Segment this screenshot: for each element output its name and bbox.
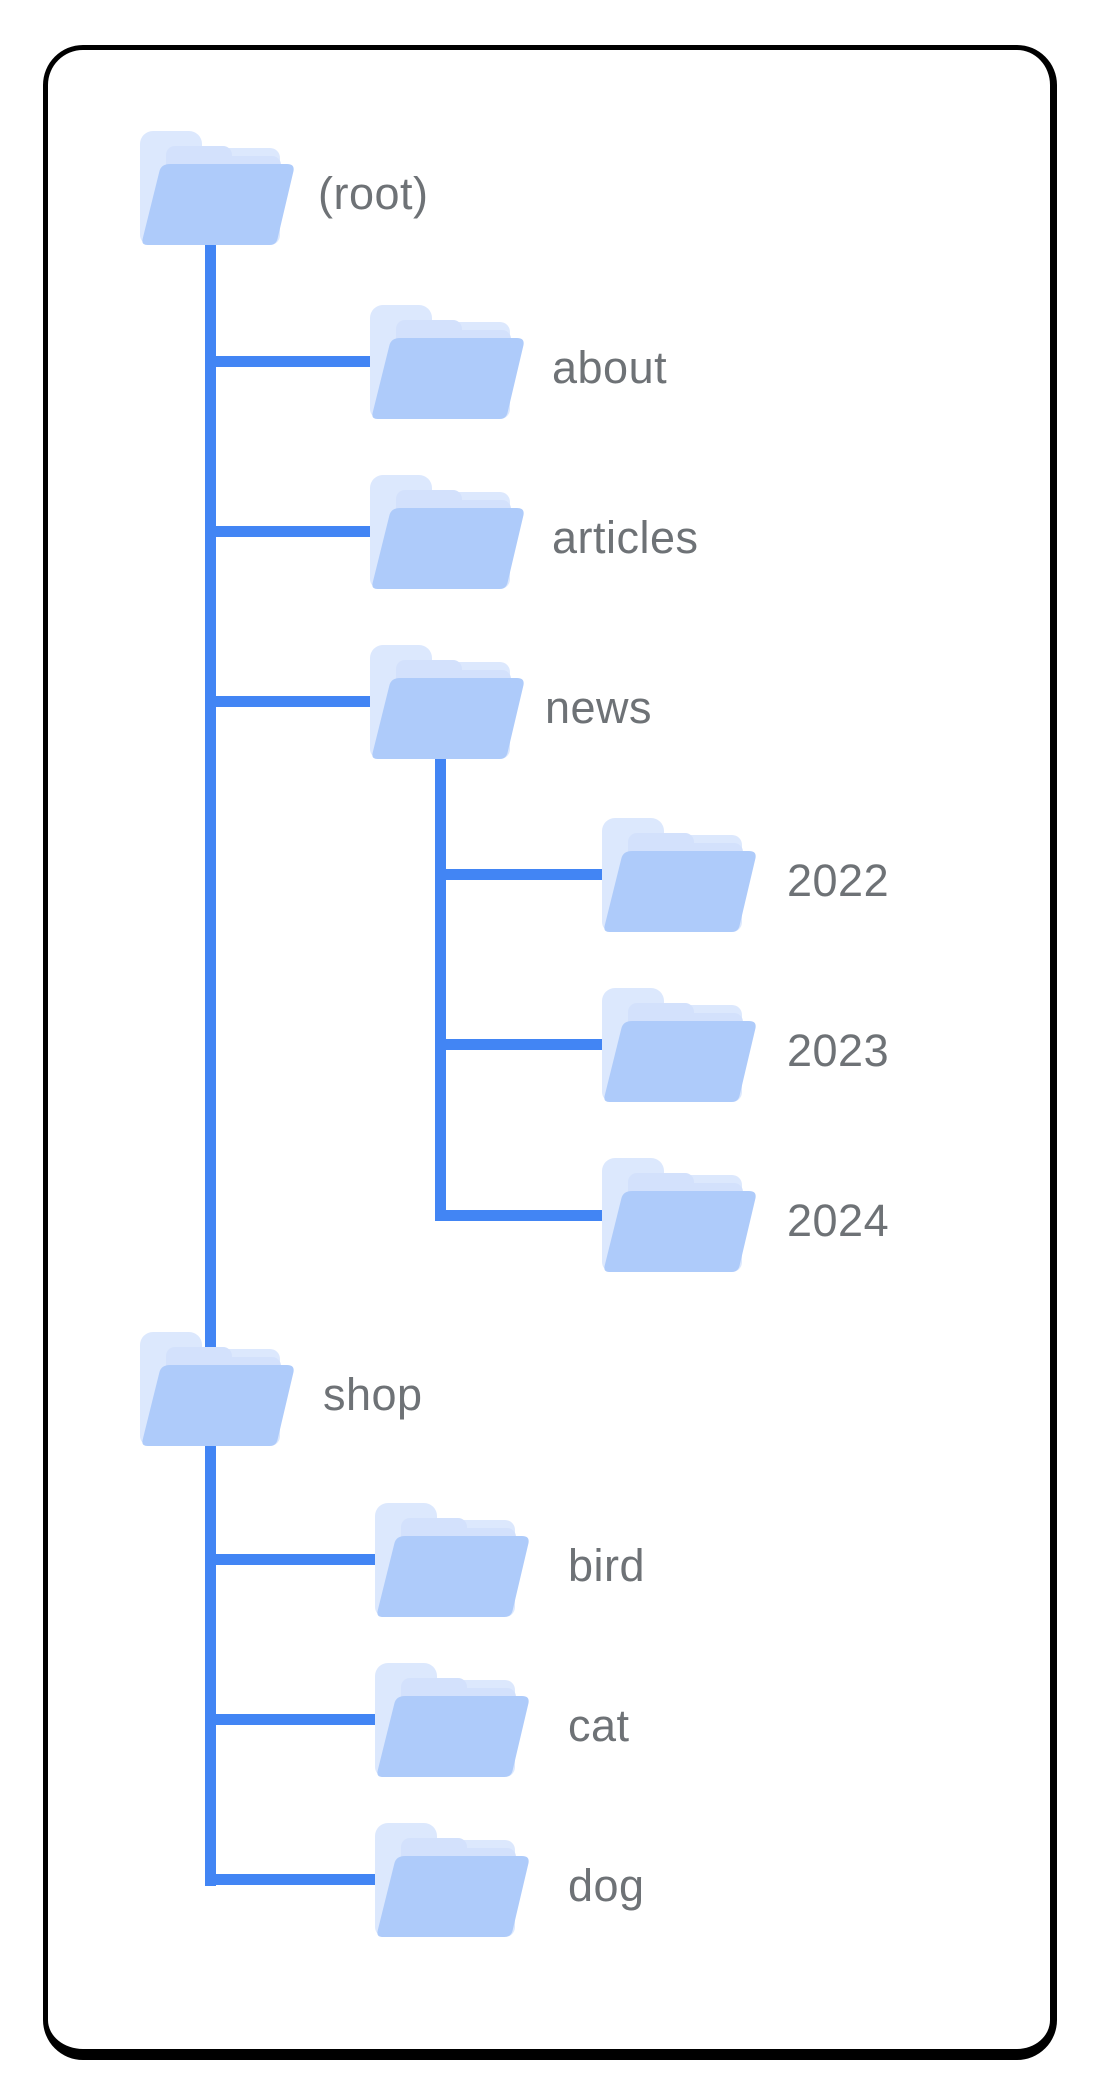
connector-branch-articles	[205, 526, 390, 537]
folder-icon-2024	[602, 1158, 756, 1272]
node-label-2022: 2022	[787, 855, 890, 906]
connector-branch-bird	[205, 1554, 395, 1565]
folder-icon-articles	[370, 475, 524, 589]
connector-branch-2024	[435, 1210, 625, 1221]
node-label-2024: 2024	[787, 1195, 890, 1246]
node-label-shop: shop	[323, 1369, 423, 1420]
connector-branch-2023	[435, 1039, 625, 1050]
folder-icon-2022	[602, 818, 756, 932]
connector-branch-cat	[205, 1714, 395, 1725]
connector-branch-dog	[205, 1874, 395, 1885]
folder-icon-bird	[375, 1503, 529, 1617]
folder-icon-2023	[602, 988, 756, 1102]
connector-branch-about	[205, 356, 390, 367]
node-label-dog: dog	[568, 1860, 645, 1911]
folder-icon-root	[140, 131, 294, 245]
folder-icon-cat	[375, 1663, 529, 1777]
node-label-news: news	[545, 682, 653, 733]
node-label-about: about	[552, 342, 668, 393]
node-label-articles: articles	[552, 512, 699, 563]
folder-icon-about	[370, 305, 524, 419]
connector-branch-news	[205, 696, 390, 707]
folder-icon-news	[370, 645, 524, 759]
connector-trunk-root	[205, 240, 216, 1886]
connector-branch-2022	[435, 869, 625, 880]
node-label-cat: cat	[568, 1700, 630, 1751]
folder-icon-dog	[375, 1823, 529, 1937]
diagram-card	[43, 45, 1057, 2060]
node-label-root: (root)	[318, 168, 429, 219]
node-label-2023: 2023	[787, 1025, 890, 1076]
node-label-bird: bird	[568, 1540, 646, 1591]
connector-trunk-news	[435, 754, 446, 1221]
folder-icon-shop	[140, 1332, 294, 1446]
